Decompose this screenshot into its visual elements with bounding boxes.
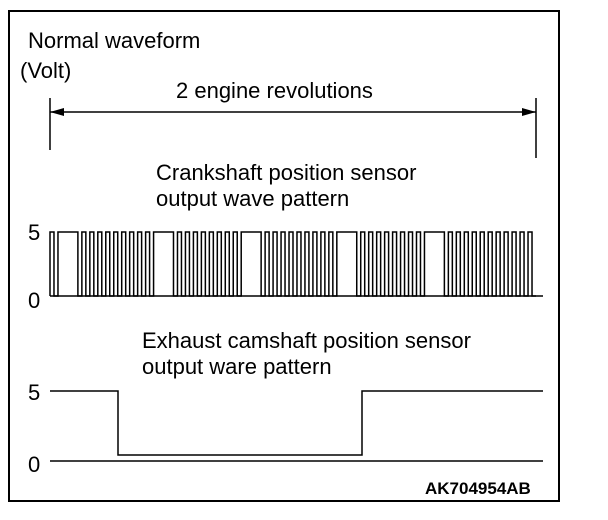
crank-waveform xyxy=(49,231,536,297)
cam-caption-line2: output ware pattern xyxy=(142,354,332,379)
cam-low-voltage-label: 0 xyxy=(28,452,40,477)
diagram-title: Normal waveform xyxy=(28,28,200,53)
crank-caption-line1: Crankshaft position sensor xyxy=(156,160,416,185)
span-label: 2 engine revolutions xyxy=(176,78,373,103)
figure-id: AK704954AB xyxy=(425,479,531,498)
diagram-frame: Normal waveform (Volt) 2 engine revoluti… xyxy=(8,10,560,502)
cam-pulse-line xyxy=(50,390,543,456)
span-arrow-left xyxy=(50,108,64,116)
crank-high-voltage-label: 5 xyxy=(28,220,40,245)
crank-low-voltage-label: 0 xyxy=(28,288,40,313)
unit-label: (Volt) xyxy=(20,58,71,83)
crank-caption-line2: output wave pattern xyxy=(156,186,349,211)
span-arrow-right xyxy=(522,108,536,116)
cam-caption-line1: Exhaust camshaft position sensor xyxy=(142,328,471,353)
cam-high-voltage-label: 5 xyxy=(28,380,40,405)
cam-waveform xyxy=(50,390,543,456)
waveform-diagram: Normal waveform (Volt) 2 engine revoluti… xyxy=(20,28,543,498)
crank-pulse-train xyxy=(49,231,536,297)
